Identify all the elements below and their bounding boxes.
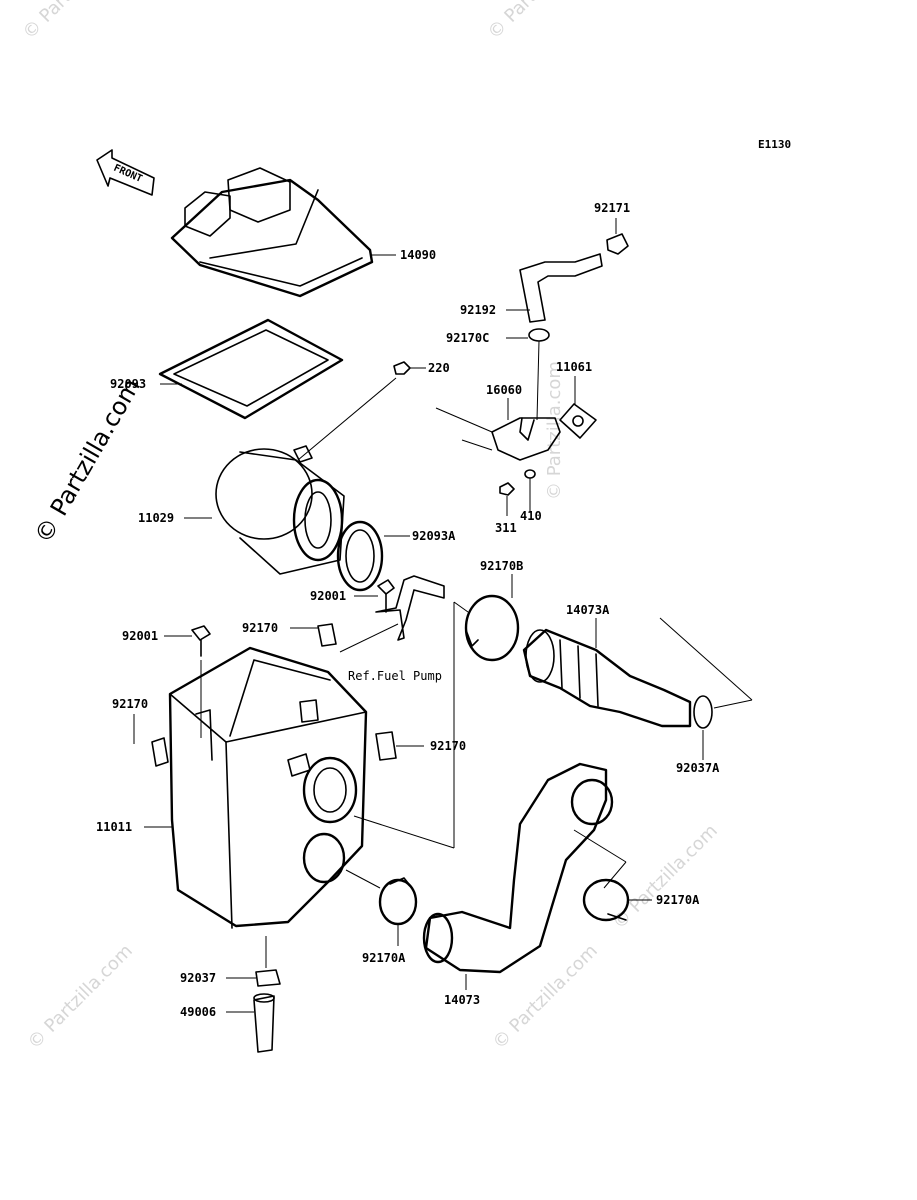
screw-220 [297,361,426,461]
label-49006: 49006 [180,1005,216,1019]
watermark-bottom-mid: © Partzilla.com [609,820,722,933]
label-14090: 14090 [400,248,436,262]
air-cleaner-cover-14090 [170,167,396,298]
ring-92093a [336,520,410,592]
clamp-92037 [226,969,281,987]
label-92170-upper: 92170 [242,621,278,635]
clip-92170-left [133,714,169,767]
label-92170-left: 92170 [112,697,148,711]
gasket-11061 [559,376,597,439]
clip-92170-right [375,731,424,761]
clamp-92170a-left [345,869,418,946]
label-11029: 11029 [138,511,174,525]
diagram-code: E1130 [758,138,791,151]
ref-fuel-pump-note: Ref.Fuel Pump [348,669,442,683]
label-311: 311 [495,521,517,535]
label-92170-right: 92170 [430,739,466,753]
element-11029 [184,445,345,575]
hose-92192 [506,253,603,323]
watermark-bottom-left: © Partzilla.com [24,940,137,1053]
bolt-92001-left [164,625,211,738]
label-92170c: 92170C [446,331,489,345]
label-92170b: 92170B [480,559,523,573]
front-arrow: FRONT [96,149,155,196]
clamp-92170b [464,574,520,662]
clamp-92170a-right [582,878,652,922]
clamp-92171 [606,218,629,255]
clamp-92037a [693,695,713,760]
label-11061: 11061 [556,360,592,374]
watermark-top-right: © Partzilla.com [484,0,597,44]
drain-plug-49006 [226,993,275,1053]
label-16060: 16060 [486,383,522,397]
watermark-main: © Partzilla.com [29,374,146,548]
part-labels: 14090 92093 220 92171 92192 92170C 11061… [96,201,720,1019]
breather-16060 [435,398,561,461]
bracket: Ref.Fuel Pump [339,575,445,683]
label-92037a: 92037A [676,761,720,775]
duct-14073 [422,762,614,990]
washer-410 [524,469,536,512]
watermark-bottom-right: © Partzilla.com [489,940,602,1053]
label-92001-left: 92001 [122,629,158,643]
label-11011: 11011 [96,820,132,834]
label-92001-upper: 92001 [310,589,346,603]
clamp-92170c [506,328,550,421]
label-92170a-right: 92170A [656,893,700,907]
label-410: 410 [520,509,542,523]
watermark-mid-right: © Partzilla.com [544,361,565,500]
label-14073a: 14073A [566,603,610,617]
label-92192: 92192 [460,303,496,317]
gasket-92093 [158,318,344,420]
clip-92170-upper [290,623,337,647]
label-220: 220 [428,361,450,375]
air-cleaner-case-11011 [144,646,368,968]
duct-14073a [522,618,692,728]
nut-311 [499,482,515,516]
label-92170a-left: 92170A [362,951,406,965]
label-92171: 92171 [594,201,630,215]
connection-lines [353,601,753,889]
watermark-top-left: © Partzilla.com [19,0,132,44]
bolt-92001-upper [354,579,395,613]
label-92093a: 92093A [412,529,456,543]
label-92037: 92037 [180,971,216,985]
label-92093: 92093 [110,377,146,391]
label-14073: 14073 [444,993,480,1007]
